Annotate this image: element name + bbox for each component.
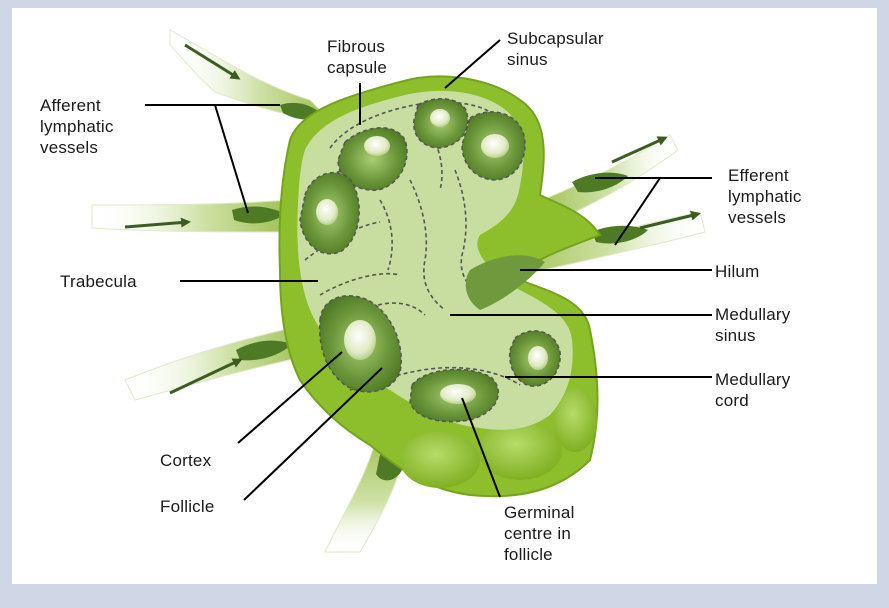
label-afferent-lymphatic-vessels: Afferent lymphatic vessels — [40, 95, 114, 158]
label-subcapsular-sinus: Subcapsular sinus — [507, 28, 604, 70]
label-efferent-lymphatic-vessels: Efferent lymphatic vessels — [728, 165, 802, 228]
afferent-vessel-top — [170, 30, 330, 120]
label-follicle: Follicle — [160, 496, 215, 517]
diagram-frame: Fibrous capsule Subcapsular sinus Affere… — [12, 8, 877, 584]
label-germinal-centre: Germinal centre in follicle — [504, 502, 575, 565]
afferent-vessel-middle — [92, 200, 292, 232]
follicle-top-right — [462, 112, 525, 180]
label-cortex: Cortex — [160, 450, 211, 471]
label-fibrous-capsule: Fibrous capsule — [327, 36, 387, 78]
label-medullary-cord: Medullary cord — [715, 369, 791, 411]
leader-afferent-2 — [215, 105, 248, 213]
lymph-node-diagram — [12, 8, 877, 584]
label-hilum: Hilum — [715, 261, 759, 282]
label-trabecula: Trabecula — [60, 271, 137, 292]
afferent-vessel-bottom — [125, 325, 312, 400]
label-medullary-sinus: Medullary sinus — [715, 304, 791, 346]
follicle-bottom — [410, 370, 498, 422]
